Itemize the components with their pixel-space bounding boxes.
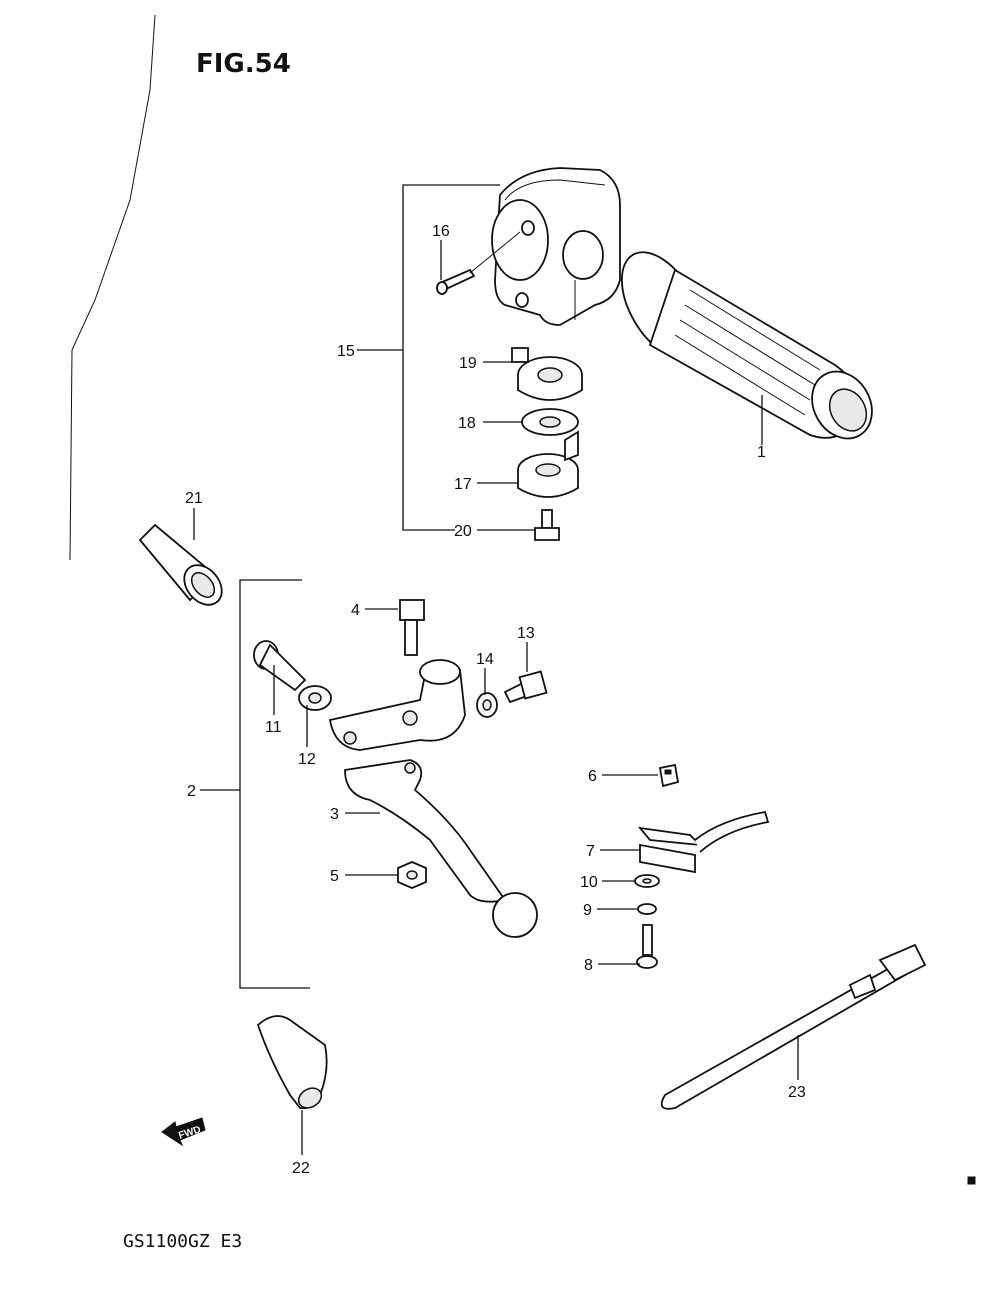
callout-7: 7 [586, 843, 595, 860]
leader-lines [193, 240, 799, 1155]
washer-10-part [634, 874, 660, 888]
cable-guide-19-part [511, 347, 583, 401]
lever-holder-part [328, 659, 466, 751]
callout-13: 13 [517, 625, 535, 642]
callout-4: 4 [351, 602, 360, 619]
callout-3: 3 [330, 806, 339, 823]
switch-bracket-7-part [637, 810, 770, 874]
bolt-13-part [503, 670, 548, 704]
cover-22-part [256, 1015, 328, 1110]
callout-8: 8 [584, 957, 593, 974]
callout-23: 23 [788, 1084, 806, 1101]
screw-16-part [436, 231, 521, 295]
callout-19: 19 [459, 355, 477, 372]
adjuster-screw-11-part [253, 640, 307, 692]
throttle-housing-part [491, 167, 621, 326]
callout-10: 10 [580, 874, 598, 891]
figure-title: FIG.54 [196, 49, 291, 79]
nut-12-part [298, 685, 332, 711]
lockwasher-9-part [637, 903, 657, 915]
washer-14-part [476, 692, 498, 718]
bracket-15 [402, 184, 500, 531]
callout-1: 1 [757, 444, 766, 461]
callout-5: 5 [330, 868, 339, 885]
bolt-4-part [399, 599, 425, 656]
callout-16: 16 [432, 223, 450, 240]
bolt-20-part [534, 509, 560, 541]
callout-9: 9 [583, 902, 592, 919]
clip-6-part [658, 763, 680, 788]
washer-18-part [521, 408, 579, 436]
callout-6: 6 [588, 768, 597, 785]
model-code: GS1100GZ E3 [123, 1231, 242, 1252]
cover-21-part [138, 523, 223, 606]
clutch-lever-3-part [344, 759, 538, 938]
callout-18: 18 [458, 415, 476, 432]
fwd-arrow-icon: FWD [161, 1117, 206, 1147]
callout-17: 17 [454, 476, 472, 493]
callout-14: 14 [476, 651, 494, 668]
bracket-2 [239, 579, 310, 989]
callout-22: 22 [292, 1160, 310, 1177]
grip-part [620, 251, 873, 440]
nut-5-part [397, 861, 427, 889]
callout-labels: 1 2 3 4 5 6 7 8 9 10 11 12 13 14 15 16 1… [185, 223, 806, 1177]
callout-21: 21 [185, 490, 203, 507]
callout-20: 20 [454, 523, 472, 540]
callout-2: 2 [187, 783, 196, 800]
callout-12: 12 [298, 751, 316, 768]
screw-8-part [636, 924, 658, 969]
drum-17-part [517, 430, 579, 498]
registration-mark [967, 1176, 976, 1185]
binding-edge-line [69, 14, 156, 561]
callout-11: 11 [265, 719, 282, 736]
callout-15: 15 [337, 343, 355, 360]
cable-tie-23-part [660, 943, 927, 1110]
